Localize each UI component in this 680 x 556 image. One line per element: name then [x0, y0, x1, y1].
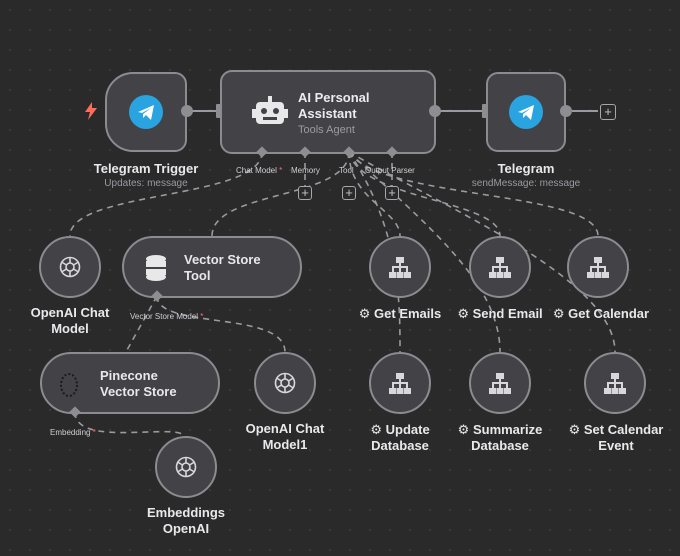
wire-tool-getcalendar [348, 151, 599, 237]
pinecone-title-line1: Pinecone [100, 368, 158, 383]
slot-memory-label: Memory [291, 166, 320, 175]
wire-tool-sendemail [348, 151, 501, 237]
agent-title-line2: Assistant [298, 106, 357, 121]
telegram-icon [509, 95, 543, 129]
wire-tool-update [348, 151, 401, 353]
openai-chat-model-title-line1: OpenAI Chat [30, 305, 110, 320]
gear-icon: ⚙ [370, 422, 382, 437]
vector-store-tool-title-line1: Vector Store [184, 252, 261, 267]
vector-store-tool-title: Vector Store Tool [184, 252, 261, 284]
slot-tool-label: Tool [339, 166, 354, 175]
openai-chat-model1-title-line1: OpenAI Chat [245, 421, 325, 436]
slot-chat-model-label: Chat Model * [236, 166, 283, 175]
send-email-node[interactable] [469, 236, 531, 298]
get-calendar-title: ⚙ Get Calendar [552, 306, 650, 321]
workflow-icon [586, 256, 610, 285]
workflow-icon [603, 372, 627, 401]
openai-chat-model-title: OpenAI Chat Model [20, 305, 120, 337]
embedding-label: Embedding * [50, 428, 96, 437]
embeddings-openai-title-line2: OpenAI [162, 521, 210, 536]
workflow-icon [488, 372, 512, 401]
wire-tool-getemails [348, 151, 401, 237]
vector-store-model-label: Vector Store Model * [130, 312, 204, 321]
add-memory-button[interactable]: + [298, 186, 312, 200]
openai-chat-model-node[interactable] [39, 236, 101, 298]
add-output-parser-button[interactable]: + [385, 186, 399, 200]
embeddings-openai-title: Embeddings OpenAI [136, 505, 236, 537]
summarize-database-title-line2: Database [471, 438, 529, 453]
telegram-subtitle: sendMessage: message [471, 178, 581, 189]
telegram-node[interactable] [486, 72, 566, 152]
embeddings-openai-title-line1: Embeddings [146, 505, 225, 520]
vector-store-tool-title-line2: Tool [184, 268, 211, 283]
openai-icon [273, 371, 297, 400]
lightning-icon [84, 102, 98, 125]
set-calendar-event-title-line2: Event [598, 438, 634, 453]
update-database-title: ⚙ Update Database [345, 422, 455, 454]
pinecone-vector-store-node[interactable]: Pinecone Vector Store [40, 352, 220, 414]
summarize-database-title: ⚙ Summarize Database [445, 422, 555, 454]
gear-icon: ⚙ [552, 306, 565, 321]
wire-vector-pinecone [126, 295, 158, 351]
add-next-node-button[interactable]: + [600, 104, 616, 120]
ai-agent-node[interactable]: AI Personal Assistant Tools Agent [220, 70, 436, 154]
telegram-input-port[interactable] [482, 104, 487, 118]
telegram-trigger-node[interactable] [105, 72, 187, 152]
pinecone-title-line2: Vector Store [100, 384, 177, 399]
telegram-icon [129, 95, 163, 129]
update-database-node[interactable] [369, 352, 431, 414]
set-calendar-event-node[interactable] [584, 352, 646, 414]
telegram-title: Telegram [497, 161, 555, 176]
embeddings-openai-node[interactable] [155, 436, 217, 498]
slot-output-parser-label: Output Parser [365, 166, 415, 175]
database-icon [144, 254, 168, 287]
update-database-title-line2: Database [371, 438, 429, 453]
pinecone-title: Pinecone Vector Store [100, 368, 177, 400]
vector-store-tool-node[interactable]: Vector Store Tool [122, 236, 302, 298]
agent-title-line1: AI Personal [298, 90, 370, 105]
agent-subtitle: Tools Agent [298, 124, 355, 136]
gear-icon: ⚙ [568, 422, 581, 437]
pinecone-icon [58, 372, 80, 403]
add-tool-button[interactable]: + [342, 186, 356, 200]
openai-chat-model1-title: OpenAI Chat Model1 [235, 421, 335, 453]
send-email-title: ⚙ Send Email [457, 306, 543, 321]
summarize-database-node[interactable] [469, 352, 531, 414]
telegram-output-port[interactable] [560, 105, 572, 117]
gear-icon: ⚙ [457, 306, 469, 321]
workflow-icon [488, 256, 512, 285]
openai-chat-model1-title-line2: Model1 [262, 437, 308, 452]
openai-chat-model1-node[interactable] [254, 352, 316, 414]
get-emails-node[interactable] [369, 236, 431, 298]
wire-chatmodel [69, 151, 263, 237]
set-calendar-event-title: ⚙ Set Calendar Event [560, 422, 672, 454]
telegram-trigger-title: Telegram Trigger [93, 161, 199, 176]
robot-icon [252, 96, 288, 133]
workflow-icon [388, 256, 412, 285]
openai-icon [58, 255, 82, 284]
wire-tool-summarize [348, 151, 501, 353]
wire-vector-model [156, 295, 286, 353]
get-calendar-node[interactable] [567, 236, 629, 298]
agent-input-port[interactable] [216, 104, 221, 118]
gear-icon: ⚙ [358, 306, 371, 321]
agent-title: AI Personal Assistant [298, 90, 370, 122]
workflow-icon [388, 372, 412, 401]
wire-embedding [74, 411, 186, 439]
gear-icon: ⚙ [457, 422, 470, 437]
telegram-trigger-subtitle: Updates: message [104, 178, 188, 189]
agent-output-port[interactable] [429, 105, 441, 117]
wire-tool-vector [211, 151, 350, 237]
trigger-output-port[interactable] [181, 105, 193, 117]
openai-chat-model-title-line2: Model [51, 321, 89, 336]
openai-icon [174, 455, 198, 484]
get-emails-title: ⚙ Get Emails [358, 306, 442, 321]
